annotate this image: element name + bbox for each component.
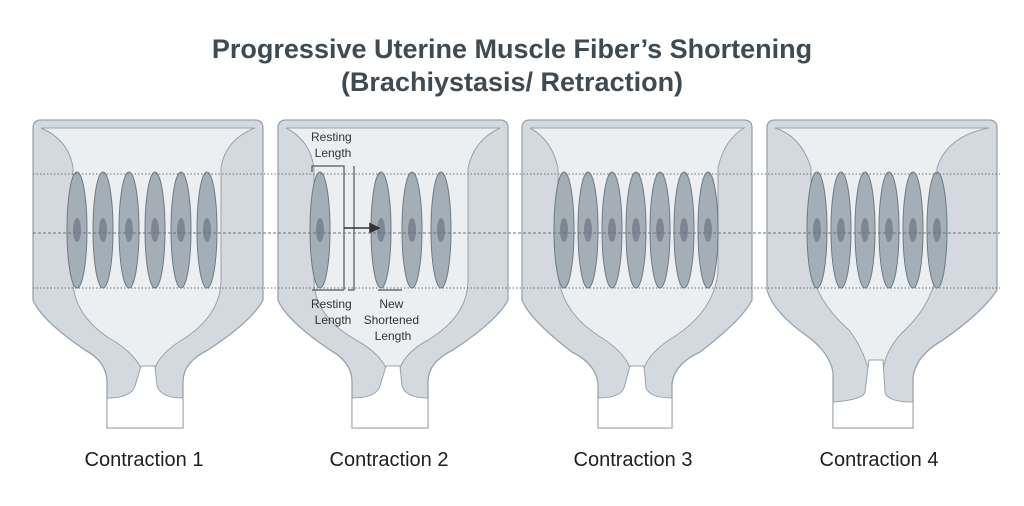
fiber-nucleus: [73, 218, 81, 242]
diagram-title-line1: Progressive Uterine Muscle Fiber’s Short…: [211, 34, 813, 64]
fiber-nucleus: [125, 218, 133, 242]
fiber-nucleus: [99, 218, 107, 242]
fiber-nucleus: [151, 218, 159, 242]
fiber-nucleus: [656, 218, 664, 242]
fiber-nucleus: [813, 218, 821, 242]
fiber-nucleus: [437, 218, 445, 242]
cervical-canal: [832, 359, 914, 429]
fiber-nucleus: [316, 218, 324, 242]
fiber-nucleus: [837, 218, 845, 242]
fiber-nucleus: [909, 218, 917, 242]
fiber-nucleus: [377, 218, 385, 242]
fiber-nucleus: [704, 218, 712, 242]
panel-contraction-2: Resting Length Resting Length New Shorte…: [277, 119, 509, 429]
fiber-nucleus: [177, 218, 185, 242]
cervical-canal: [106, 365, 184, 429]
fiber-nucleus: [203, 218, 211, 242]
panel-contraction-1: [32, 119, 264, 429]
fiber-nucleus: [885, 218, 893, 242]
fiber-nucleus: [632, 218, 640, 242]
panel-label-contraction-3: Contraction 3: [573, 449, 693, 471]
panel-contraction-4: [766, 119, 998, 429]
panel-label-contraction-4: Contraction 4: [819, 449, 939, 471]
fiber-nucleus: [408, 218, 416, 242]
fiber-nucleus: [584, 218, 592, 242]
fiber-nucleus: [680, 218, 688, 242]
panel-label-contraction-2: Contraction 2: [329, 449, 449, 471]
muscle-fiber-group: [553, 171, 719, 289]
diagram-title-line2: (Brachiystasis/ Retraction): [340, 67, 684, 97]
cervical-canal: [597, 365, 673, 429]
resting-length-top-label: Resting Length: [311, 130, 355, 160]
new-shortened-length-label: New Shortened Length: [364, 297, 423, 343]
muscle-fiber-group: [309, 171, 452, 289]
fiber-nucleus: [560, 218, 568, 242]
fiber-nucleus: [933, 218, 941, 242]
fiber-nucleus: [608, 218, 616, 242]
muscle-fiber-group: [806, 171, 948, 289]
muscle-fiber-group: [66, 171, 218, 289]
shortened-length-bracket: [348, 166, 402, 291]
panel-contraction-3: [521, 119, 753, 429]
panel-label-contraction-1: Contraction 1: [84, 449, 204, 471]
fiber-nucleus: [861, 218, 869, 242]
resting-length-bottom-label: Resting Length: [311, 297, 355, 327]
cervical-canal: [351, 365, 429, 429]
